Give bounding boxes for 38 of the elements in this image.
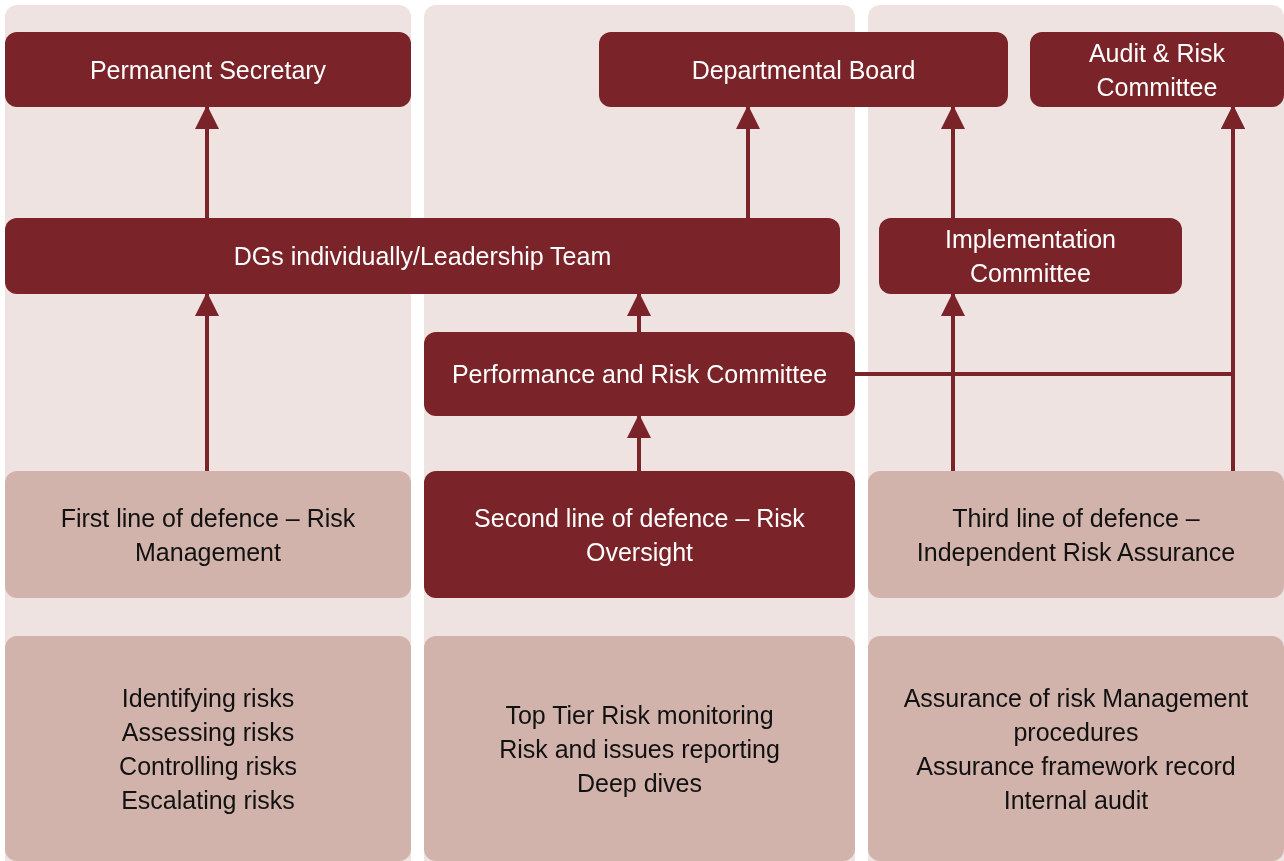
- process-box: [868, 636, 1284, 861]
- arrow: [195, 105, 219, 218]
- arrow: [941, 105, 965, 218]
- box-text: Internal audit: [1003, 784, 1149, 816]
- arrow: [941, 292, 965, 471]
- process-box: [5, 32, 411, 107]
- process-box: [5, 471, 411, 598]
- box-text: Risk and issues reporting: [499, 733, 780, 765]
- box-text: Performance and Risk Committee: [451, 359, 828, 390]
- box-text: DGs individually/Leadership Team: [233, 241, 612, 272]
- process-box: [868, 471, 1284, 598]
- box-text: Assessing risks: [121, 716, 295, 748]
- box-text: Third line of defence – Independent Risk Assurance: [915, 502, 1237, 568]
- process-box: [5, 218, 840, 294]
- arrow: [736, 105, 760, 218]
- arrow: [195, 292, 219, 471]
- process-box: [1030, 32, 1284, 107]
- box-text: Permanent Secretary: [89, 54, 327, 86]
- box-text: Departmental Board: [691, 54, 916, 86]
- arrow: [627, 292, 651, 332]
- box-text: Top Tier Risk monitoring: [505, 699, 774, 731]
- box-text: Audit & Risk Committee: [1087, 37, 1227, 103]
- process-box: [424, 332, 855, 416]
- process-box: [424, 636, 855, 861]
- process-box: [879, 218, 1182, 294]
- box-text: Identifying risks: [121, 682, 295, 714]
- box-text: First line of defence – Risk Management: [59, 502, 357, 568]
- process-box: [5, 636, 411, 861]
- box-text: Second line of defence – Risk Oversight: [473, 502, 806, 568]
- box-text: Deep dives: [576, 767, 703, 799]
- process-box: [424, 471, 855, 598]
- box-text: Assurance framework record: [916, 750, 1236, 782]
- arrow: [627, 414, 651, 471]
- process-box: [599, 32, 1008, 107]
- box-text: Assurance of risk Management procedures: [902, 682, 1250, 748]
- box-text: Escalating risks: [121, 784, 295, 816]
- box-text: Implementation Committee: [944, 224, 1117, 289]
- box-text: Controlling risks: [119, 750, 297, 782]
